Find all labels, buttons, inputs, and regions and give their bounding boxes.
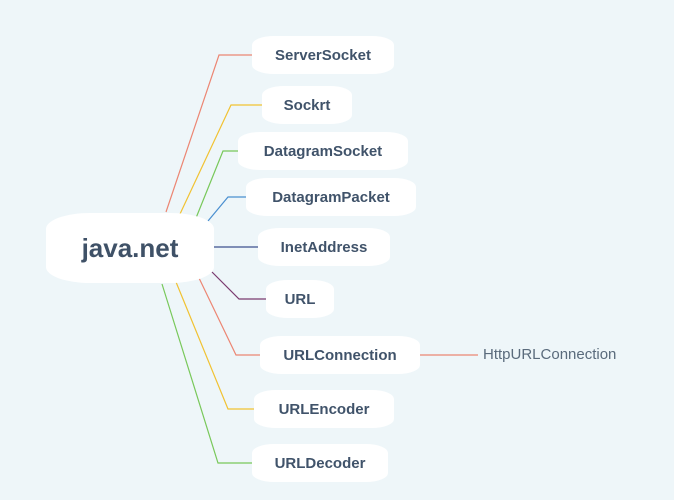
edge-urlconnection: [198, 277, 260, 356]
node-urldecoder[interactable]: URLDecoder: [252, 444, 388, 482]
node-serversocket[interactable]: ServerSocket: [252, 36, 394, 74]
node-datagrampacket[interactable]: DatagramPacket: [246, 178, 416, 216]
node-datagramsocket[interactable]: DatagramSocket: [238, 132, 408, 170]
edge-urldecoder: [161, 283, 252, 464]
edge-url: [211, 271, 266, 300]
edge-serversocket: [165, 54, 252, 213]
edge-urlencoder: [175, 281, 254, 410]
node-sockrt[interactable]: Sockrt: [262, 86, 352, 124]
edge-datagrampacket: [207, 196, 246, 222]
node-urlencoder[interactable]: URLEncoder: [254, 390, 394, 428]
node-url[interactable]: URL: [266, 280, 334, 318]
node-httpurlconnection[interactable]: HttpURLConnection: [483, 346, 617, 363]
node-inetaddress[interactable]: InetAddress: [258, 228, 390, 266]
root-node[interactable]: java.net: [46, 213, 214, 283]
node-urlconnection[interactable]: URLConnection: [260, 336, 420, 374]
edge-sockrt: [179, 104, 262, 215]
edge-datagramsocket: [195, 150, 238, 219]
